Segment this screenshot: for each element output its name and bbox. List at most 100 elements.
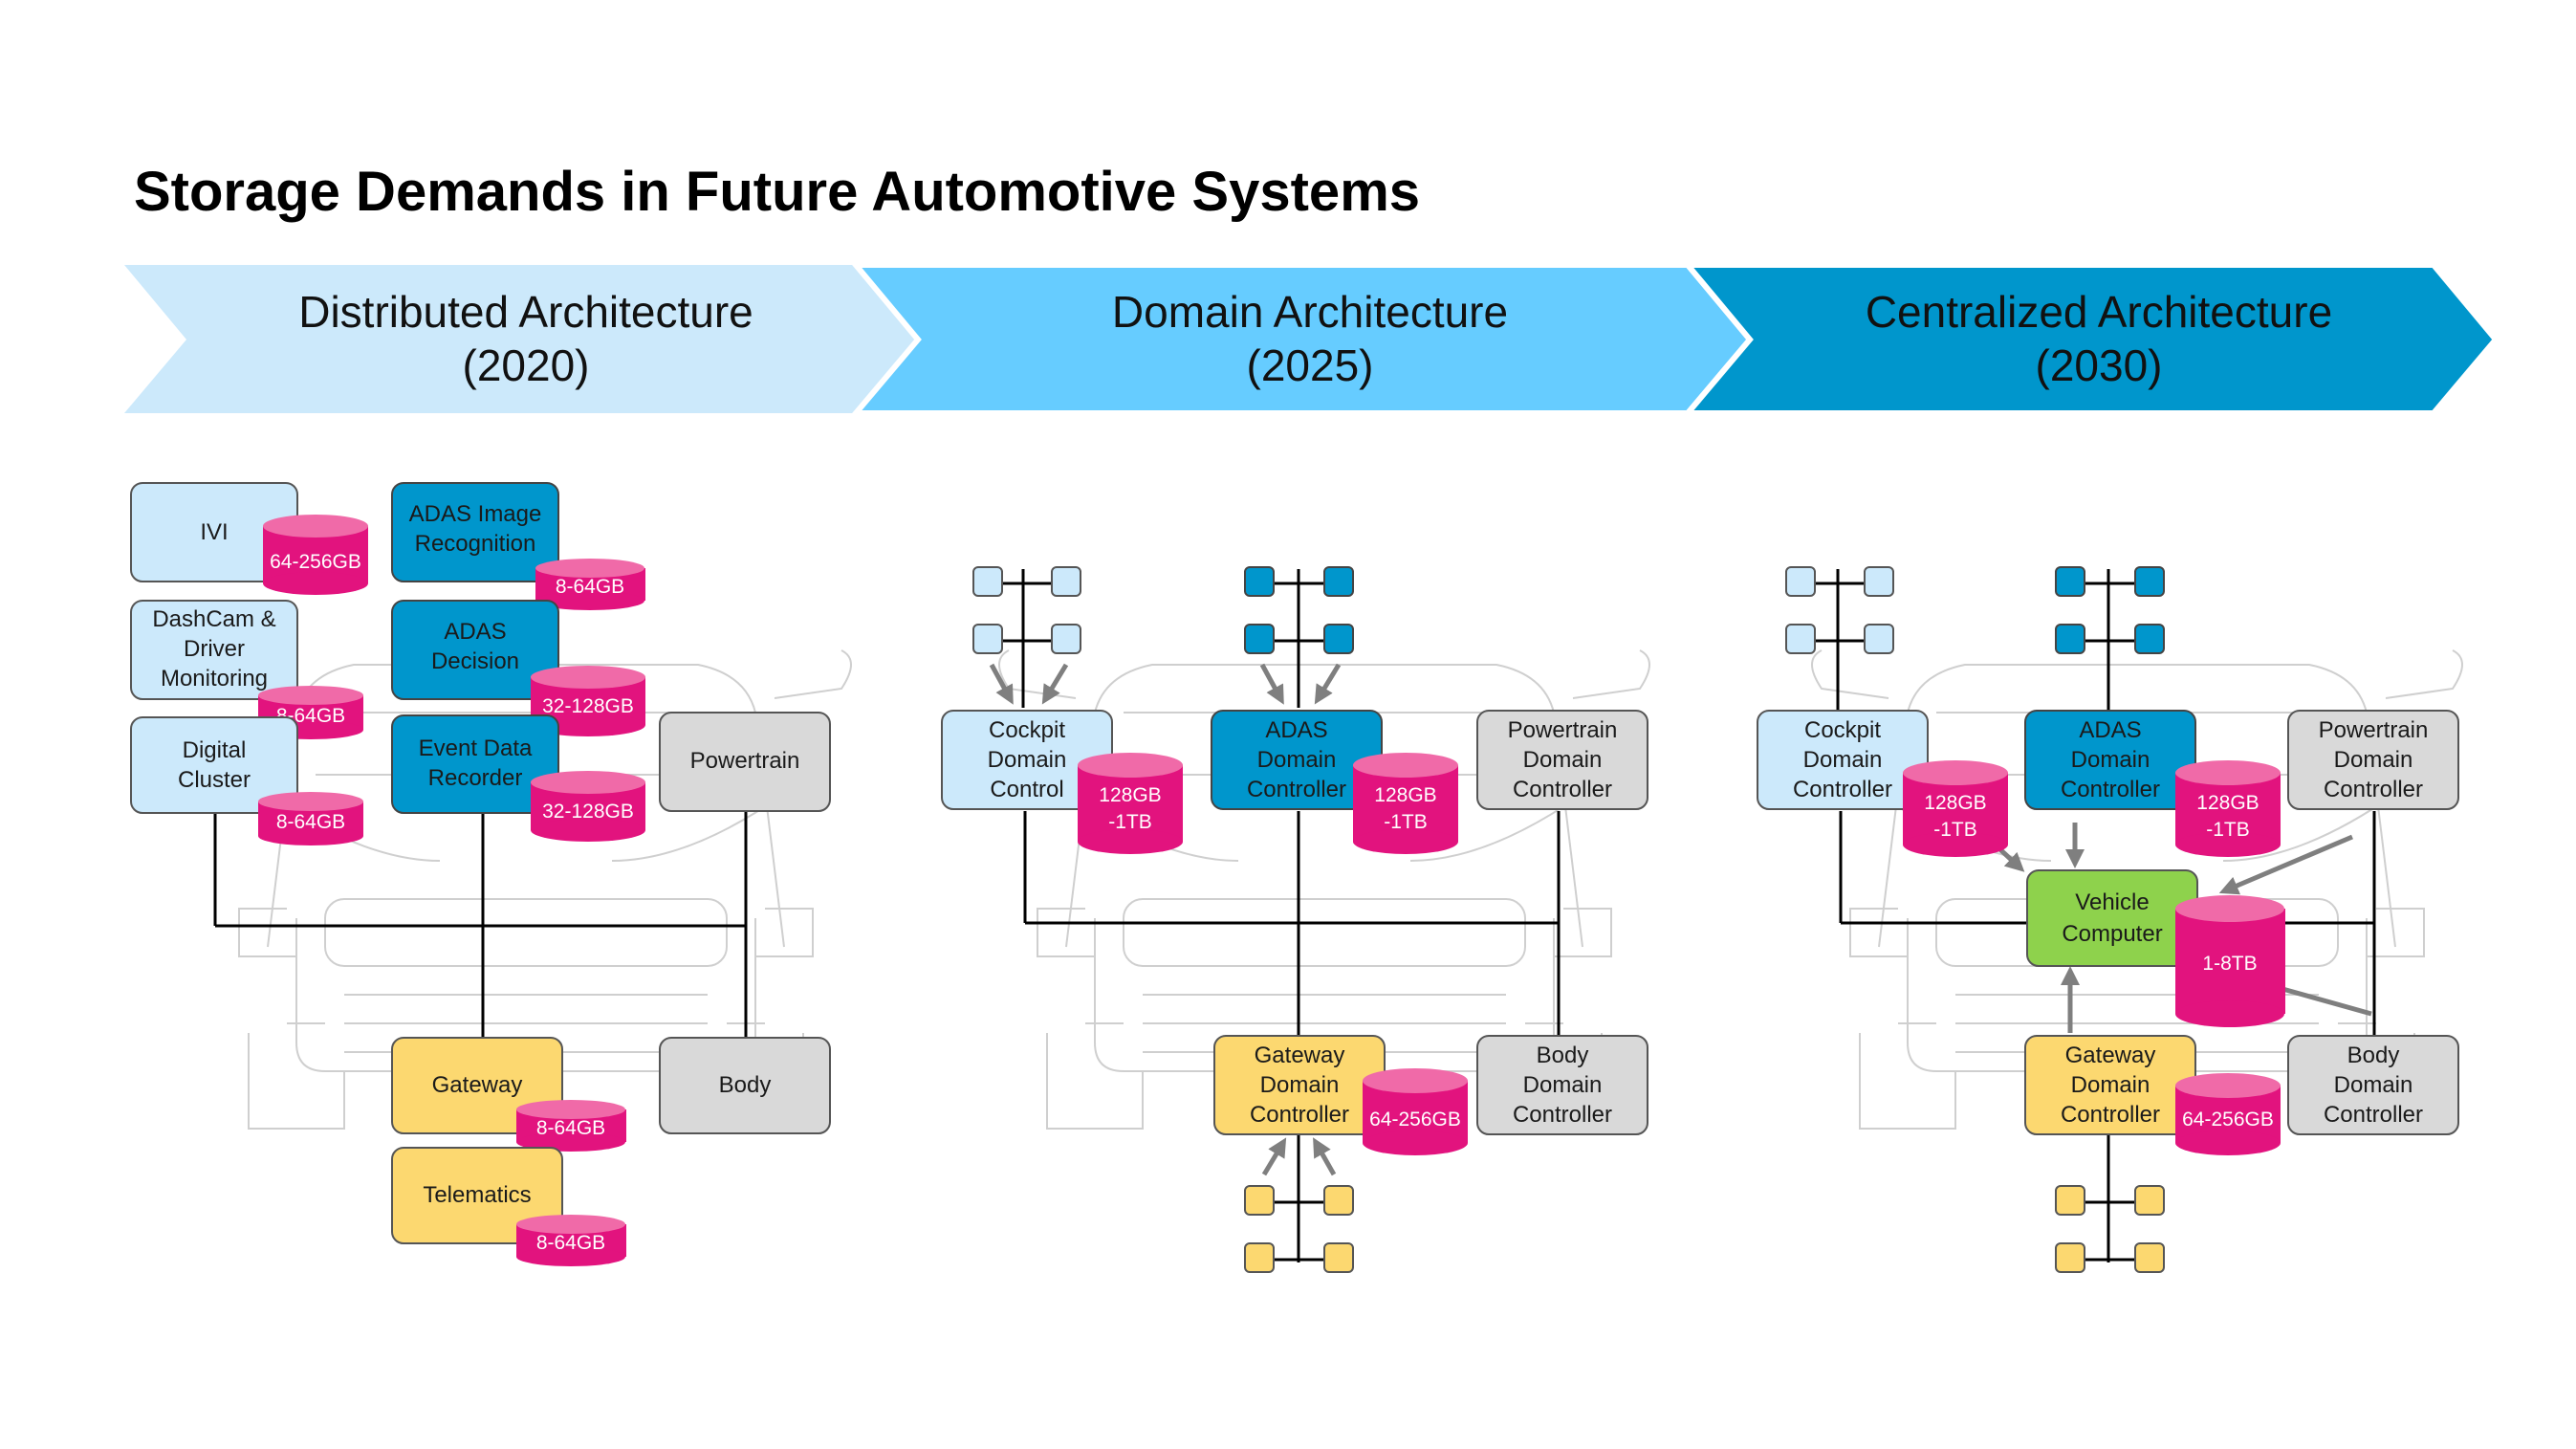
gateway-domain-label-line2: Domain	[2071, 1072, 2150, 1098]
body-label: Body	[719, 1072, 772, 1098]
adas-domain-label-line1: ADAS	[2079, 717, 2141, 743]
cockpit-sensor-cluster	[972, 566, 1081, 708]
dashcam-label-line1: DashCam &	[152, 606, 275, 632]
powertrain-label: Powertrain	[690, 748, 800, 774]
dashcam-storage-cylinder: 8-64GB	[258, 686, 363, 739]
cockpit-storage-label-line2: -1TB	[1108, 811, 1152, 833]
adas-domain-label-line3: Controller	[1247, 777, 1346, 802]
cockpit-domain-controller-box	[1757, 710, 1929, 810]
flow-arrow	[2275, 984, 2372, 1017]
body-domain-label-line2: Domain	[2334, 1072, 2413, 1098]
powertrain-domain-controller-box	[2287, 710, 2459, 810]
telematics-box	[391, 1147, 563, 1244]
dashcam-box	[130, 600, 298, 700]
gateway-domain-storage-label: 64-256GB	[1369, 1109, 1461, 1131]
body-domain-label-line3: Controller	[2324, 1102, 2423, 1128]
gateway-storage-cylinder: 8-64GB	[516, 1100, 626, 1152]
gateway-label: Gateway	[432, 1072, 523, 1098]
cockpit-label-line2: Domain	[1803, 747, 1883, 773]
domain-section: Cockpit Domain Control 128GB -1TB ADAS D…	[941, 566, 1648, 1273]
phase-name-domain: Domain Architecture	[1112, 287, 1508, 337]
body-domain-label-line1: Body	[1537, 1043, 1589, 1068]
cockpit-storage-label-line1: 128GB	[1924, 792, 1986, 814]
adas-domain-label-line2: Domain	[2071, 747, 2150, 773]
phase-year-distributed: (2020)	[463, 340, 590, 390]
telematics-storage-label: 8-64GB	[536, 1232, 605, 1254]
body-domain-label-line1: Body	[2347, 1043, 2400, 1068]
page-title: Storage Demands in Future Automotive Sys…	[134, 161, 1420, 223]
ivi-storage-cylinder: 64-256GB	[263, 515, 368, 595]
adas-image-label-line2: Recognition	[415, 531, 536, 557]
body-domain-controller-box	[1476, 1035, 1648, 1135]
vehicle-computer-label-line2: Computer	[2062, 921, 2162, 947]
adas-image-storage-cylinder: 8-64GB	[535, 559, 645, 610]
adas-image-recognition-box	[391, 482, 559, 582]
phase-year-centralized: (2030)	[2036, 340, 2163, 390]
cockpit-label-line1: Cockpit	[1804, 717, 1881, 743]
gateway-sensor-cluster	[2055, 1133, 2165, 1273]
cluster-label-line1: Digital	[183, 737, 247, 763]
body-domain-controller-box	[2287, 1035, 2459, 1135]
body-domain-label-line3: Controller	[1513, 1102, 1612, 1128]
phase-name-centralized: Centralized Architecture	[1866, 287, 2332, 337]
body-box	[659, 1037, 831, 1134]
edr-label-line2: Recorder	[428, 765, 523, 791]
phase-arrow-centralized	[1681, 262, 2500, 416]
ivi-label: IVI	[200, 519, 228, 545]
cockpit-storage-cylinder: 128GB -1TB	[1078, 753, 1183, 854]
adas-image-storage-label: 8-64GB	[556, 576, 624, 598]
gateway-domain-label-line1: Gateway	[1255, 1043, 1345, 1068]
gateway-domain-storage-cylinder: 64-256GB	[1363, 1068, 1468, 1155]
edr-storage-label: 32-128GB	[542, 801, 634, 823]
adas-domain-storage-label-line1: 128GB	[1374, 784, 1436, 806]
adas-decision-label-line2: Decision	[431, 648, 519, 674]
phase-year-domain: (2025)	[1247, 340, 1374, 390]
gateway-storage-label: 8-64GB	[536, 1117, 605, 1139]
edr-storage-cylinder: 32-128GB	[531, 771, 645, 842]
cockpit-storage-cylinder: 128GB -1TB	[1903, 760, 2008, 857]
adas-sensor-cluster	[1244, 566, 1354, 708]
powertrain-domain-label-line1: Powertrain	[1508, 717, 1618, 743]
adas-decision-storage-label: 32-128GB	[542, 695, 634, 717]
cockpit-storage-label-line2: -1TB	[1933, 819, 1977, 841]
gateway-sensor-cluster	[1244, 1133, 1354, 1273]
cluster-storage-cylinder: 8-64GB	[258, 792, 363, 845]
cockpit-label-line1: Cockpit	[989, 717, 1065, 743]
gateway-domain-storage-label: 64-256GB	[2182, 1109, 2274, 1131]
adas-domain-controller-box	[2024, 710, 2196, 810]
powertrain-domain-label-line2: Domain	[2334, 747, 2413, 773]
cockpit-sensor-cluster	[1785, 566, 1894, 711]
dashcam-label-line2: Driver	[184, 636, 245, 662]
cluster-label-line2: Cluster	[178, 767, 251, 793]
powertrain-domain-controller-box	[1476, 710, 1648, 810]
vehicle-computer-storage-cylinder: 1-8TB	[2175, 895, 2285, 1027]
adas-domain-label-line1: ADAS	[1265, 717, 1327, 743]
centralized-section: Cockpit Domain Controller 128GB -1TB ADA…	[1757, 566, 2459, 1273]
phase-arrow-distributed	[124, 265, 918, 413]
cockpit-label-line3: Controller	[1793, 777, 1892, 802]
vehicle-computer-box	[2026, 869, 2198, 967]
gateway-domain-label-line3: Controller	[1250, 1102, 1349, 1128]
vehicle-computer-label-line1: Vehicle	[2075, 889, 2149, 915]
adas-domain-label-line3: Controller	[2061, 777, 2160, 802]
gateway-domain-label-line3: Controller	[2061, 1102, 2160, 1128]
event-data-recorder-box	[391, 714, 559, 814]
adas-domain-storage-cylinder: 128GB -1TB	[1353, 753, 1458, 854]
adas-decision-box	[391, 600, 559, 700]
cockpit-label-line2: Domain	[988, 747, 1067, 773]
adas-domain-storage-cylinder: 128GB -1TB	[2175, 760, 2281, 857]
adas-domain-label-line2: Domain	[1257, 747, 1337, 773]
adas-domain-storage-label-line2: -1TB	[1384, 811, 1428, 833]
cockpit-storage-label-line1: 128GB	[1099, 784, 1161, 806]
powertrain-domain-label-line2: Domain	[1523, 747, 1603, 773]
powertrain-box	[659, 712, 831, 812]
powertrain-domain-label-line3: Controller	[2324, 777, 2423, 802]
vehicle-computer-storage-label: 1-8TB	[2202, 953, 2257, 975]
distributed-section: IVI 64-256GB DashCam & Driver Monitoring…	[130, 482, 831, 1266]
dashcam-label-line3: Monitoring	[161, 666, 268, 692]
adas-image-label-line1: ADAS Image	[409, 501, 542, 527]
powertrain-domain-label-line3: Controller	[1513, 777, 1612, 802]
edr-label-line1: Event Data	[419, 735, 533, 761]
digital-cluster-box	[130, 716, 298, 814]
